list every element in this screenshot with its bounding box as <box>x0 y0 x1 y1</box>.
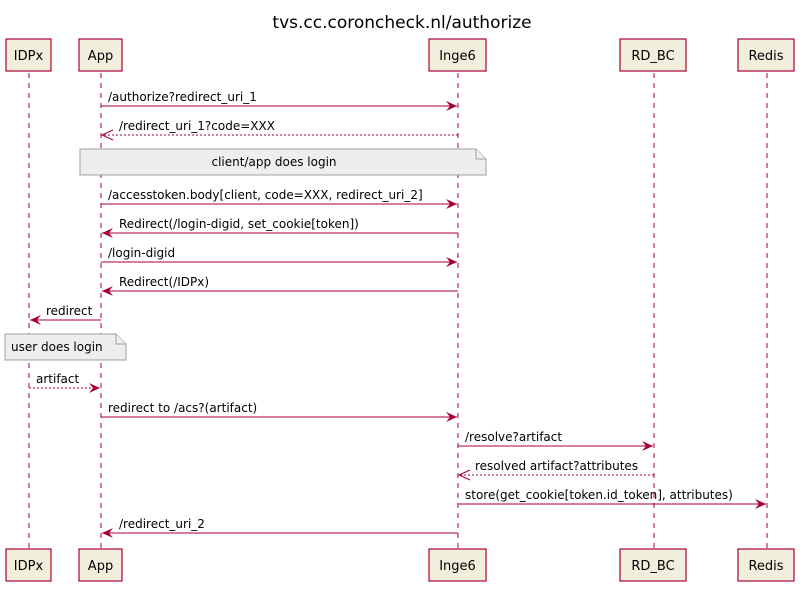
participant-redis-bottom: Redis <box>737 548 795 582</box>
note-label: user does login <box>11 340 103 354</box>
message-label: /redirect_uri_2 <box>119 517 205 531</box>
message-label: redirect to /acs?(artifact) <box>108 401 257 415</box>
message-resolved-artifact: resolved artifact?attributes <box>457 459 654 481</box>
arrowhead-icon <box>446 199 457 209</box>
message-label: /resolve?artifact <box>465 430 562 444</box>
message-label: /redirect_uri_1?code=XXX <box>119 119 275 133</box>
participant-rdbc-label: RD_BC <box>631 49 674 64</box>
arrowhead-icon <box>446 412 457 422</box>
message-redirect-idpx: Redirect(/IDPx) <box>102 275 458 296</box>
message-label: artifact <box>36 372 80 386</box>
participant-redis-top: Redis <box>737 38 795 72</box>
participant-idpx-bottom: IDPx <box>5 548 52 582</box>
message-label: Redirect(/login-digid, set_cookie[token]… <box>119 217 359 231</box>
note-user-login: user does login <box>4 333 127 361</box>
message-accesstoken: /accesstoken.body[client, code=XXX, redi… <box>101 188 457 209</box>
message-resolve: /resolve?artifact <box>458 430 653 451</box>
open-arrowhead-icon <box>457 469 471 481</box>
message-label: Redirect(/IDPx) <box>119 275 209 289</box>
message-redirect-uri-2: /redirect_uri_2 <box>102 517 458 538</box>
participant-app-bottom: App <box>78 548 123 582</box>
message-label: resolved artifact?attributes <box>475 459 638 473</box>
message-store: store(get_cookie[token.id_token], attrib… <box>458 488 766 509</box>
lifelines <box>28 73 768 549</box>
participant-app-top: App <box>78 38 123 72</box>
participant-inge6-label: Inge6 <box>439 49 476 64</box>
diagram-title: tvs.cc.coroncheck.nl/authorize <box>272 13 531 33</box>
participant-rdbc-top: RD_BC <box>619 38 687 72</box>
participant-redis-label: Redis <box>748 49 783 64</box>
arrowhead-icon <box>102 228 113 238</box>
participant-rdbc-bottom: RD_BC <box>619 548 687 582</box>
message-authorize: /authorize?redirect_uri_1 <box>101 90 457 111</box>
arrowhead-icon <box>446 257 457 267</box>
arrowhead-icon <box>446 101 457 111</box>
arrowhead-icon <box>30 315 41 325</box>
participant-app-label: App <box>88 49 113 64</box>
participant-idpx-label: IDPx <box>14 49 44 64</box>
arrowhead-icon <box>755 499 766 509</box>
message-artifact: artifact <box>29 372 100 393</box>
participant-idpx-label: IDPx <box>14 559 44 574</box>
participant-inge6-label: Inge6 <box>439 559 476 574</box>
message-redirect: redirect <box>30 304 101 325</box>
message-label: /authorize?redirect_uri_1 <box>108 90 257 104</box>
participant-redis-label: Redis <box>748 559 783 574</box>
message-login-digid: /login-digid <box>101 246 457 267</box>
participant-idpx-top: IDPx <box>5 38 52 72</box>
arrowhead-icon <box>102 528 113 538</box>
message-redirect-uri-1: /redirect_uri_1?code=XXX <box>100 119 458 141</box>
arrowhead-icon <box>642 441 653 451</box>
open-arrowhead-icon <box>100 129 114 141</box>
message-redirect-acs: redirect to /acs?(artifact) <box>101 401 457 422</box>
note-label: client/app does login <box>211 155 336 169</box>
message-label: /login-digid <box>108 246 175 260</box>
participant-inge6-top: Inge6 <box>428 38 487 72</box>
participant-app-label: App <box>88 559 113 574</box>
message-label: redirect <box>46 304 93 318</box>
participant-inge6-bottom: Inge6 <box>428 548 487 582</box>
note-client-login: client/app does login <box>79 148 487 176</box>
message-redirect-login-digid: Redirect(/login-digid, set_cookie[token]… <box>102 217 458 238</box>
arrowhead-icon <box>102 286 113 296</box>
message-label: store(get_cookie[token.id_token], attrib… <box>465 488 733 502</box>
message-label: /accesstoken.body[client, code=XXX, redi… <box>108 188 423 202</box>
arrowhead-icon <box>89 383 100 393</box>
participant-rdbc-label: RD_BC <box>631 559 674 574</box>
